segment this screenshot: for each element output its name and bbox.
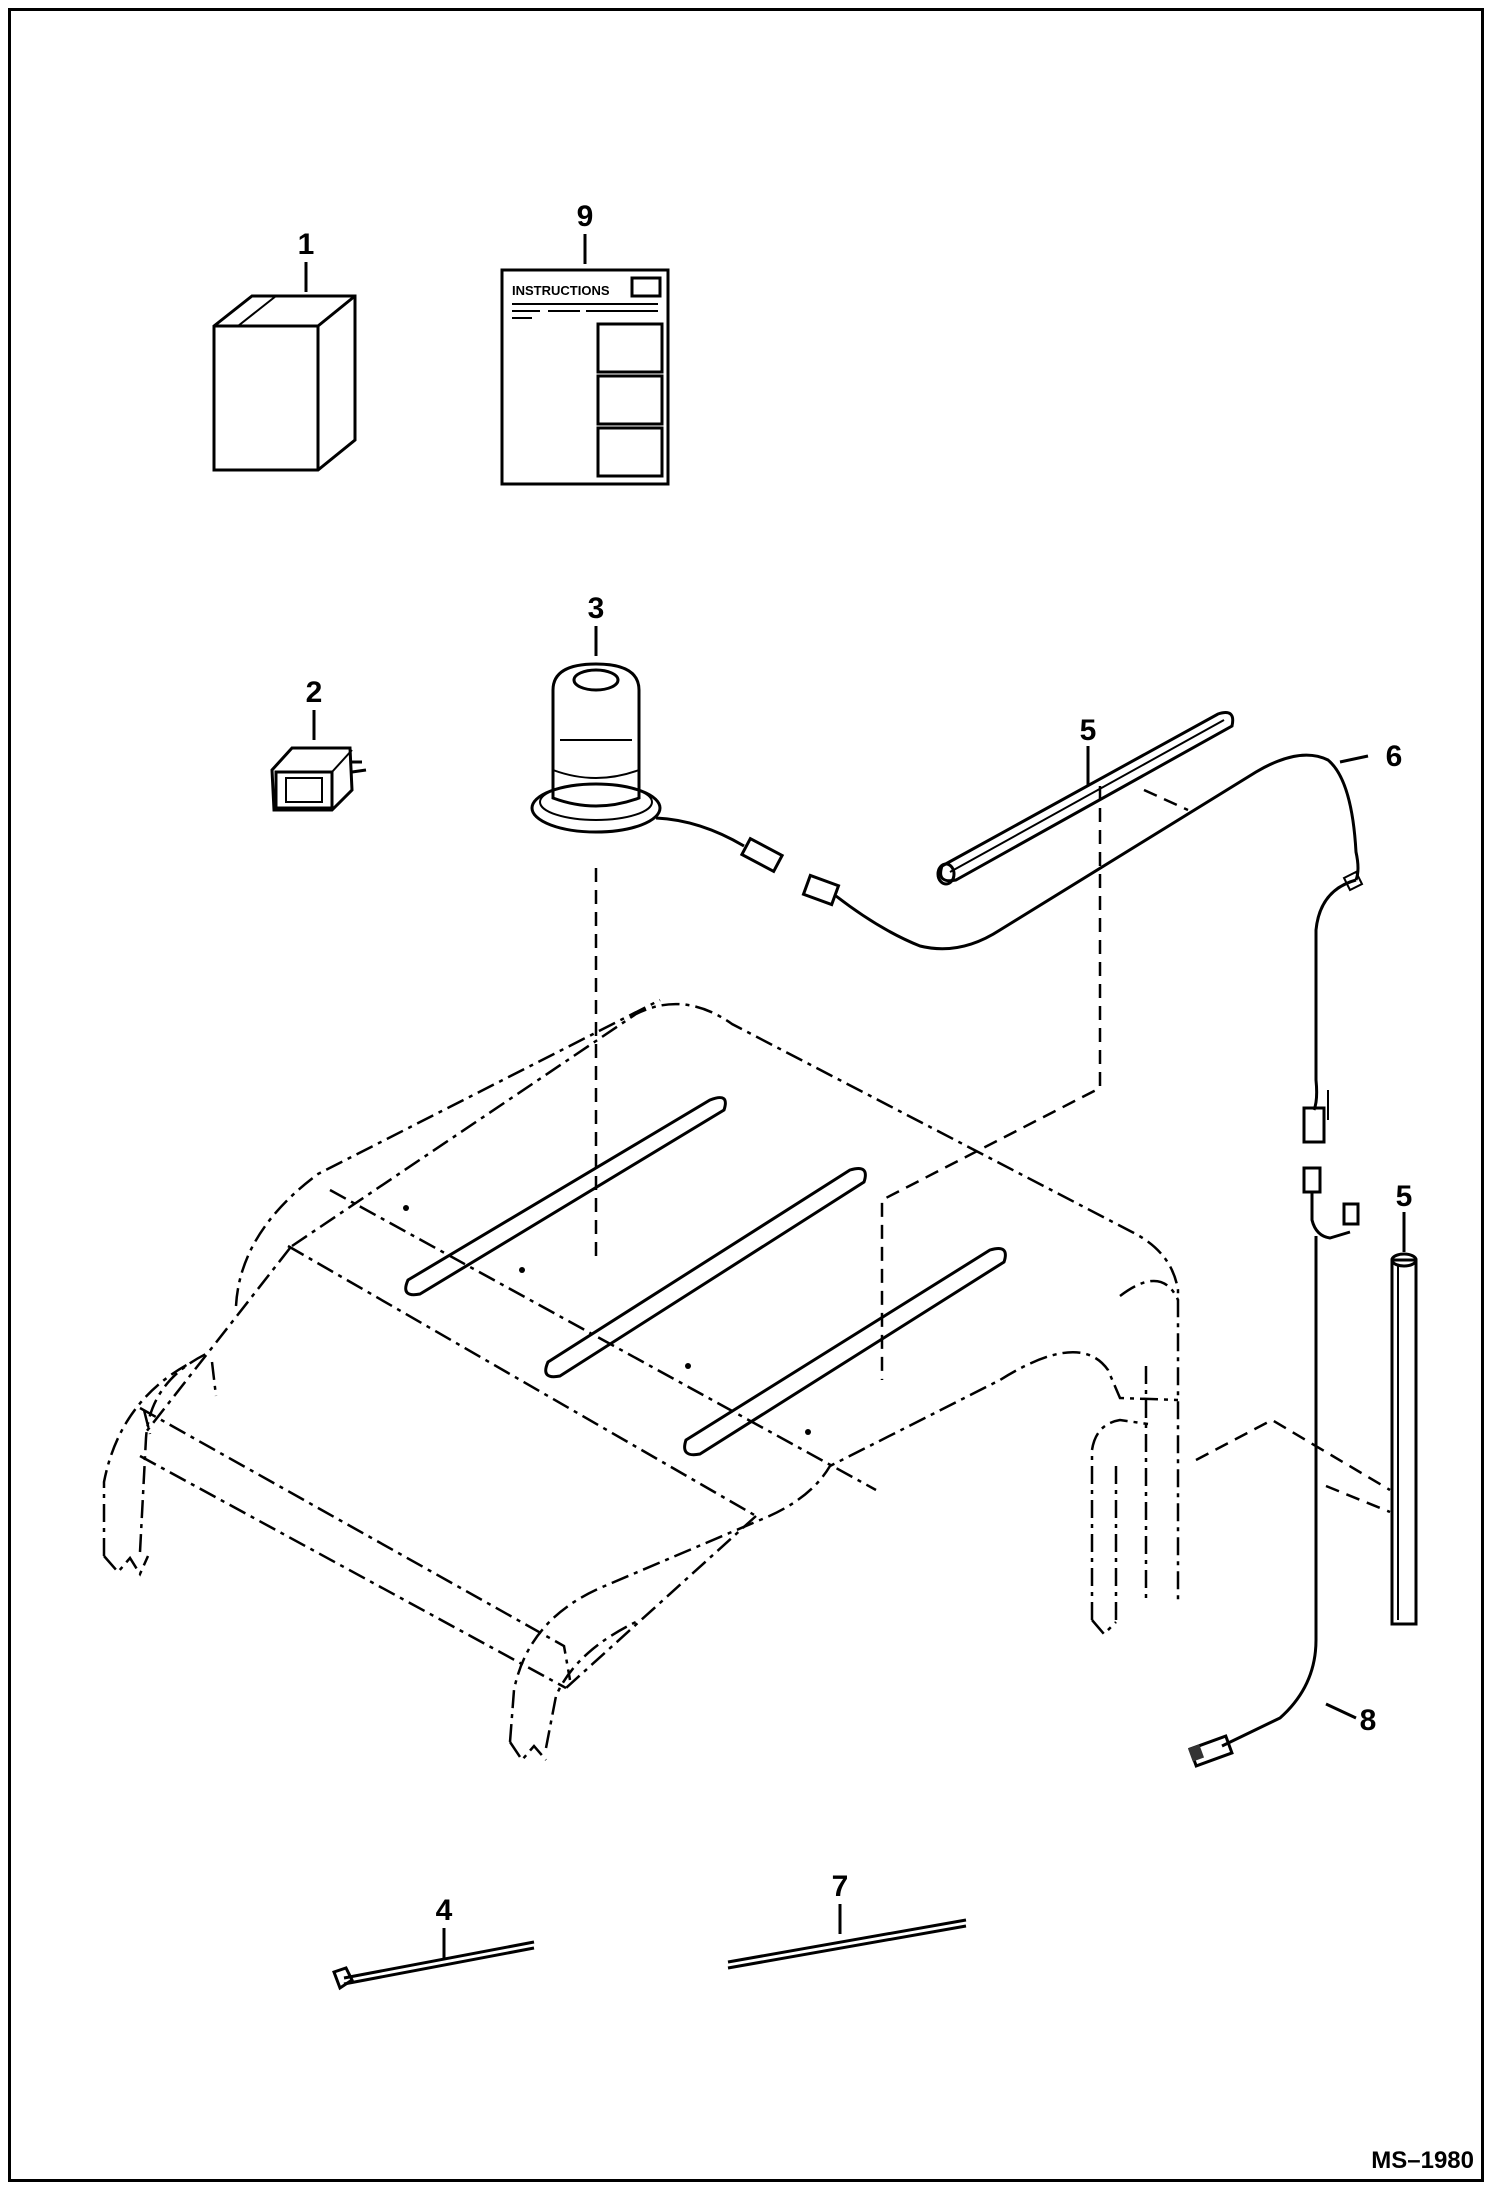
part-7-cable-tie: [727, 1918, 967, 1970]
projection-lines: [594, 786, 1391, 1514]
leader-8: [1325, 1702, 1357, 1720]
part-2-rocker-switch: [270, 746, 367, 812]
part-9-instruction-sheet: INSTRUCTIONS: [500, 268, 670, 486]
part-8-wire-harness: [1187, 1166, 1360, 1768]
part-1-box: [212, 294, 357, 472]
part-6-wire-harness: [835, 753, 1364, 1144]
callout-6: 6: [1386, 740, 1403, 773]
roof-strips: [403, 1096, 1007, 1457]
callout-1: 1: [298, 228, 315, 261]
figure-id: MS–1980: [1371, 2147, 1474, 2174]
callout-5-top: 5: [1080, 714, 1097, 747]
cab-roof-phantom-outline: [102, 998, 1180, 1763]
part-3-beacon-light: [530, 662, 841, 907]
callout-2: 2: [306, 676, 323, 709]
part-5-trim-strip-right: [1390, 1252, 1418, 1626]
callout-8: 8: [1360, 1704, 1377, 1737]
diagram-border: [8, 8, 1484, 2182]
leader-6: [1339, 754, 1369, 764]
callout-4: 4: [436, 1894, 453, 1927]
callout-3: 3: [588, 592, 605, 625]
callout-5-right: 5: [1396, 1180, 1413, 1213]
part-4-cable-tie: [332, 1940, 535, 1991]
part-5-trim-strip-top: [936, 711, 1235, 886]
callout-7: 7: [832, 1870, 849, 1903]
callout-9: 9: [577, 200, 594, 233]
svg-text:INSTRUCTIONS: INSTRUCTIONS: [512, 283, 610, 298]
